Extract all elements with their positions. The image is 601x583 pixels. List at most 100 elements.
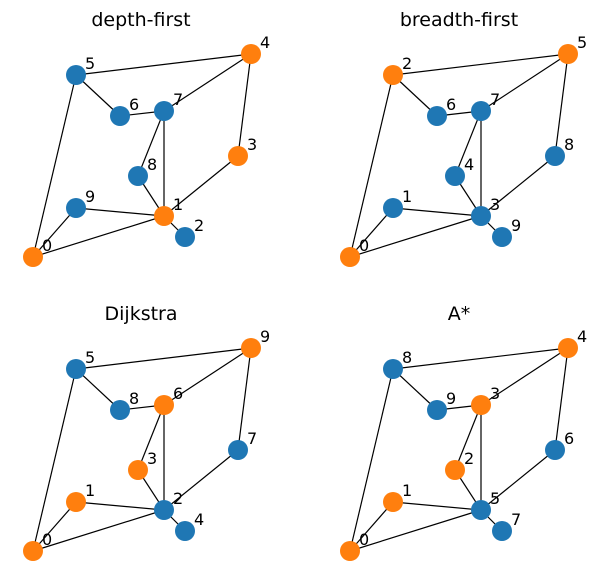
node-6 xyxy=(427,106,447,126)
node-label: 2 xyxy=(464,449,474,468)
edge-0-1 xyxy=(349,501,394,552)
edge-0-1 xyxy=(349,207,394,258)
node-label: 8 xyxy=(564,135,574,154)
node-1 xyxy=(383,198,403,218)
node-7 xyxy=(154,101,174,121)
edge-3-8 xyxy=(480,155,556,217)
node-label: 9 xyxy=(85,187,95,206)
node-label: 8 xyxy=(147,155,157,174)
node-0 xyxy=(340,541,360,561)
node-label: 0 xyxy=(42,236,52,255)
node-3 xyxy=(228,146,248,166)
edge-layer xyxy=(32,347,252,552)
edge-9-1 xyxy=(75,207,165,217)
node-label: 5 xyxy=(85,348,95,367)
node-0 xyxy=(340,247,360,267)
node-label: 1 xyxy=(402,481,412,500)
edge-2-3 xyxy=(454,404,482,471)
node-label: 5 xyxy=(577,33,587,52)
edge-6-5 xyxy=(75,74,121,117)
node-0 xyxy=(23,541,43,561)
node-4 xyxy=(558,338,578,358)
panel-title: A* xyxy=(448,303,471,325)
node-label: 1 xyxy=(402,187,412,206)
node-8 xyxy=(128,166,148,186)
node-label: 6 xyxy=(446,95,456,114)
node-5 xyxy=(558,44,578,64)
node-1 xyxy=(154,206,174,226)
node-label: 6 xyxy=(129,95,139,114)
node-label: 1 xyxy=(85,481,95,500)
node-label: 9 xyxy=(446,389,456,408)
edge-2-7 xyxy=(163,449,239,511)
edge-6-9 xyxy=(163,347,252,406)
node-label: 2 xyxy=(402,54,412,73)
node-9 xyxy=(427,400,447,420)
node-8 xyxy=(545,146,565,166)
node-label: 9 xyxy=(511,216,521,235)
edge-3-4 xyxy=(480,347,569,406)
node-label: 1 xyxy=(173,195,183,214)
edge-0-3 xyxy=(349,215,482,258)
edge-5-6 xyxy=(480,449,556,511)
node-label: 7 xyxy=(511,510,521,529)
edge-0-9 xyxy=(32,207,77,258)
node-label: 3 xyxy=(147,449,157,468)
node-5 xyxy=(66,359,86,379)
node-6 xyxy=(110,106,130,126)
edge-7-5 xyxy=(480,53,569,112)
edge-8-4 xyxy=(392,347,569,370)
edge-7-4 xyxy=(163,53,252,112)
node-0 xyxy=(23,247,43,267)
edge-0-1 xyxy=(32,501,77,552)
edge-5-4 xyxy=(75,53,252,76)
edge-0-2 xyxy=(32,509,165,552)
node-9 xyxy=(66,198,86,218)
edge-5-9 xyxy=(75,347,252,370)
panel-title: depth-first xyxy=(91,9,190,31)
node-label: 7 xyxy=(173,90,183,109)
edge-0-5 xyxy=(349,509,482,552)
edge-3-4 xyxy=(237,53,252,157)
node-9 xyxy=(492,227,512,247)
node-7 xyxy=(471,101,491,121)
node-6 xyxy=(154,395,174,415)
edge-0-8 xyxy=(349,368,394,552)
node-4 xyxy=(175,521,195,541)
node-3 xyxy=(471,395,491,415)
node-label: 4 xyxy=(464,155,474,174)
panel-title: breadth-first xyxy=(400,9,518,31)
edge-8-7 xyxy=(137,110,165,177)
node-4 xyxy=(445,166,465,186)
edge-6-2 xyxy=(392,74,438,117)
node-5 xyxy=(471,500,491,520)
node-2 xyxy=(154,500,174,520)
node-4 xyxy=(241,44,261,64)
node-label: 4 xyxy=(577,327,587,346)
node-label: 8 xyxy=(129,389,139,408)
edge-layer xyxy=(349,53,569,258)
edge-layer xyxy=(349,347,569,552)
edge-1-3 xyxy=(392,207,482,217)
node-label: 5 xyxy=(85,54,95,73)
edge-1-2 xyxy=(75,501,165,511)
edge-0-5 xyxy=(32,368,77,552)
edge-1-5 xyxy=(392,501,482,511)
node-6 xyxy=(545,440,565,460)
node-2 xyxy=(383,65,403,85)
node-label: 4 xyxy=(194,510,204,529)
edge-layer xyxy=(32,53,252,258)
node-5 xyxy=(66,65,86,85)
edge-6-4 xyxy=(554,347,569,451)
edge-0-1 xyxy=(32,215,165,258)
node-2 xyxy=(175,227,195,247)
node-9 xyxy=(241,338,261,358)
